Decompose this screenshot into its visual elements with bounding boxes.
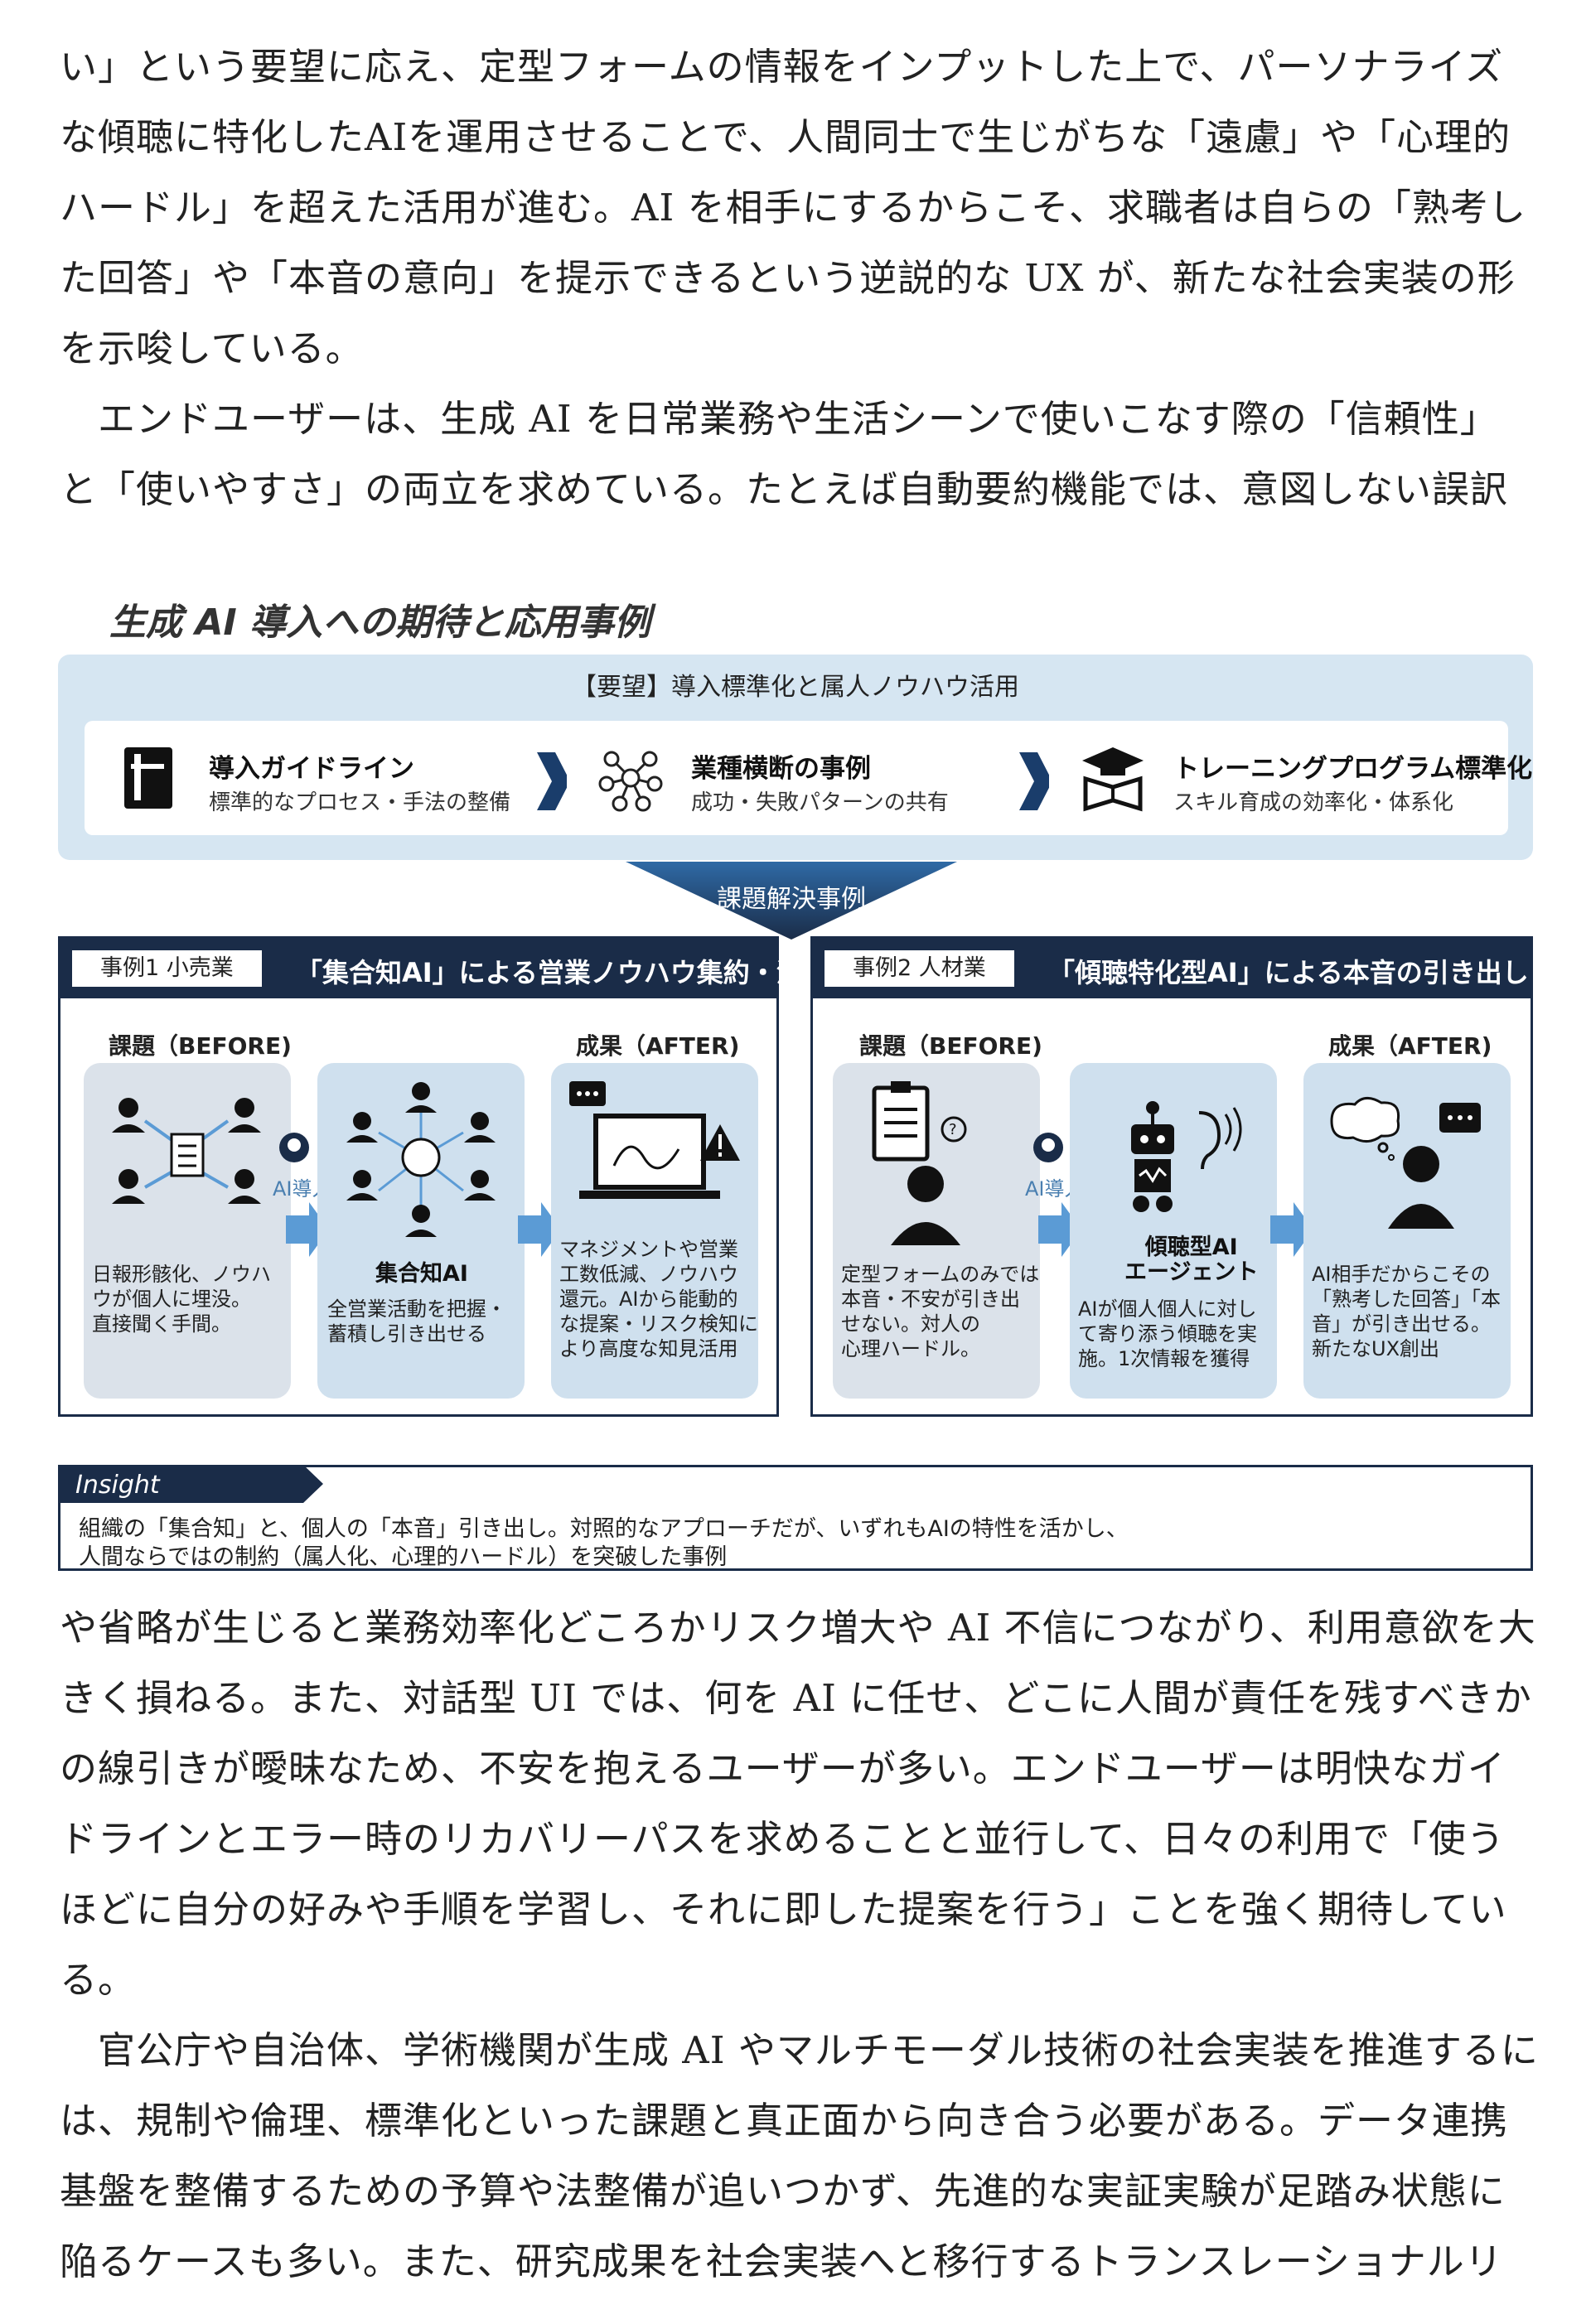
middle-head: 集合知AI bbox=[375, 1261, 468, 1287]
figure-title: 生成 AI 導入への期待と応用事例 bbox=[109, 602, 651, 644]
middle-text: AIが個人個人に対し て寄り添う傾聴を実 施。1次情報を獲得 bbox=[1078, 1297, 1257, 1370]
form-person-icon: ? bbox=[872, 1081, 967, 1245]
insight-text: 組織の「集合知」と、個人の「本音」引き出し。対照的なアプローチだが、いずれもAI… bbox=[79, 1516, 1129, 1542]
after-label: 成果（AFTER) bbox=[576, 1032, 740, 1060]
text-line: と「使いやすさ」の両立を求めている。たとえば自動要約機能では、意図しない誤訳 bbox=[60, 467, 1509, 511]
text-line: ドラインとエラー時のリカバリーパスを求めることと並行して、日々の利用で「使う bbox=[60, 1817, 1505, 1861]
after-text: マネジメントや営業 工数低減、ノウハウ 還元。AIから能動的 な提案・リスク検知… bbox=[559, 1238, 758, 1360]
chevron-right-icon bbox=[537, 752, 570, 810]
insight-tab bbox=[58, 1465, 323, 1503]
band-title: 【要望】導入標準化と属人ノウハウ活用 bbox=[572, 673, 1019, 702]
text-line: の線引きが曖昧なため、不安を抱えるユーザーが多い。エンドユーザーは明快なガイ bbox=[60, 1747, 1506, 1790]
listening-robot-icon bbox=[1131, 1101, 1242, 1212]
after-box: AI相手だからこその 「熟考した回答」「本 音」が引き出せる。 新たなUX創出 bbox=[1303, 1063, 1511, 1399]
insight-label: Insight bbox=[75, 1471, 160, 1500]
ai-badge-icon bbox=[1033, 1133, 1063, 1162]
funnel-arrow bbox=[626, 862, 957, 940]
guideline-book-icon bbox=[124, 747, 172, 809]
arrow-right-icon bbox=[1270, 1202, 1313, 1257]
scattered-people-icon bbox=[112, 1098, 261, 1204]
monitor-alert-icon bbox=[569, 1081, 740, 1199]
case-tag: 事例1 小売業 bbox=[72, 950, 262, 987]
middle-text: 全営業活動を把握・ 蓄積し引き出せる bbox=[327, 1297, 506, 1346]
card-cross-industry: 業種横断の事例 成功・失敗パターンの共有 bbox=[567, 721, 1081, 835]
text-line: きく損ねる。また、対話型 UI では、何を AI に任せ、どこに人間が責任を残す… bbox=[60, 1676, 1532, 1720]
card-title: 業種横断の事例 bbox=[691, 754, 871, 784]
card-subtitle: 成功・失敗パターンの共有 bbox=[691, 790, 949, 815]
text-line: る。 bbox=[60, 1958, 137, 2002]
body-paragraph-top: い」という要望に応え、定型フォームの情報をインプットした上で、パーソナライズ な… bbox=[60, 31, 1543, 524]
requirements-band: 【要望】導入標準化と属人ノウハウ活用 導入ガイドライン 標準的なプロセス・手法の… bbox=[58, 655, 1533, 860]
before-text: 定型フォームのみでは 本音・不安が引き出 せない。対人の 心理ハードル。 bbox=[841, 1263, 1040, 1360]
text-line: は、規制や倫理、標準化といった課題と真正面から向き合う必要がある。データ連携 bbox=[60, 2099, 1509, 2143]
text-line: を示唆している。 bbox=[60, 326, 364, 370]
collective-brain-icon bbox=[346, 1082, 496, 1237]
chevron-right-icon bbox=[1019, 752, 1052, 810]
card-guideline: 導入ガイドライン 標準的なプロセス・手法の整備 bbox=[85, 721, 598, 835]
training-icon bbox=[1082, 747, 1144, 812]
before-box: 日報形骸化、ノウハ ウが個人に埋没。 直接聞く手間。 bbox=[84, 1063, 291, 1399]
case-header: 事例1 小売業 「集合知AI」による営業ノウハウ集約・活用 bbox=[60, 939, 829, 998]
card-title: トレーニングプログラム標準化 bbox=[1173, 754, 1533, 784]
case-name: 「傾聴特化型AI」による本音の引き出し bbox=[1048, 957, 1529, 988]
network-icon bbox=[598, 751, 663, 812]
case-header: 事例2 人材業 「傾聴特化型AI」による本音の引き出し bbox=[813, 939, 1531, 998]
insight-box: Insight 組織の「集合知」と、個人の「本音」引き出し。対照的なアプローチだ… bbox=[58, 1465, 1533, 1571]
after-label: 成果（AFTER) bbox=[1328, 1032, 1492, 1060]
insight-text: 人間ならではの制約（属人化、心理的ハードル）を突破した事例 bbox=[79, 1544, 728, 1570]
before-label: 課題（BEFORE) bbox=[109, 1032, 292, 1060]
card-subtitle: スキル育成の効率化・体系化 bbox=[1173, 790, 1454, 815]
case-name: 「集合知AI」による営業ノウハウ集約・活用 bbox=[296, 957, 829, 988]
card-subtitle: 標準的なプロセス・手法の整備 bbox=[209, 790, 511, 815]
case-panel-hr: 事例2 人材業 「傾聴特化型AI」による本音の引き出し 課題（BEFORE) 成… bbox=[810, 936, 1533, 1417]
text-line: ほどに自分の好みや手順を学習し、それに即した提案を行う」ことを強く期待してい bbox=[60, 1887, 1507, 1931]
svg-text:?: ? bbox=[949, 1121, 957, 1138]
text-line: な傾聴に特化したAIを運用させることで、人間同士で生じがちな「遠慮」や「心理的 bbox=[60, 115, 1511, 159]
case-tag: 事例2 人材業 bbox=[825, 950, 1014, 987]
middle-box: 傾聴型AI エージェント AIが個人個人に対し て寄り添う傾聴を実 施。1次情報… bbox=[1070, 1063, 1277, 1399]
middle-box: 集合知AI 全営業活動を把握・ 蓄積し引き出せる bbox=[317, 1063, 525, 1399]
arrow-right-icon bbox=[518, 1202, 561, 1257]
ai-badge-icon bbox=[279, 1133, 309, 1162]
text-line: や省略が生じると業務効率化どころかリスク増大や AI 不信につながり、利用意欲を… bbox=[60, 1606, 1536, 1650]
thinking-person-icon bbox=[1330, 1097, 1481, 1229]
before-box: ? 定型フォームのみでは 本音・不安が引き出 せない。対人の 心理ハードル。 bbox=[833, 1063, 1040, 1399]
before-label: 課題（BEFORE) bbox=[859, 1032, 1042, 1060]
text-line: 基盤を整備するための予算や法整備が追いつかず、先進的な実証実験が足踏み状態に bbox=[60, 2169, 1506, 2213]
body-paragraph-bottom: や省略が生じると業務効率化どころかリスク増大や AI 不信につながり、利用意欲を… bbox=[60, 1592, 1543, 2297]
text-line: い」という要望に応え、定型フォームの情報をインプットした上で、パーソナライズ bbox=[60, 45, 1504, 89]
case-panel-retail: 事例1 小売業 「集合知AI」による営業ノウハウ集約・活用 課題（BEFORE)… bbox=[58, 936, 829, 1417]
card-training: トレーニングプログラム標準化 スキル育成の効率化・体系化 bbox=[1049, 721, 1532, 835]
text-line: ハードル」を超えた活用が進む。AI を相手にするからこそ、求職者は自らの「熟考し bbox=[60, 186, 1527, 230]
middle-head: 傾聴型AI エージェント bbox=[1124, 1234, 1259, 1285]
text-line: た回答」や「本音の意向」を提示できるという逆説的な UX が、新たな社会実装の形 bbox=[60, 256, 1516, 300]
before-text: 日報形骸化、ノウハ ウが個人に埋没。 直接聞く手間。 bbox=[92, 1263, 271, 1336]
after-box: マネジメントや営業 工数低減、ノウハウ 還元。AIから能動的 な提案・リスク検知… bbox=[551, 1063, 758, 1399]
text-line: 陥るケースも多い。また、研究成果を社会実装へと移行するトランスレーショナルリ bbox=[60, 2239, 1503, 2283]
after-text: AI相手だからこその 「熟考した回答」「本 音」が引き出せる。 新たなUX創出 bbox=[1312, 1263, 1501, 1360]
text-line: 官公庁や自治体、学術機関が生成 AI やマルチモーダル技術の社会実装を推進するに bbox=[60, 2028, 1539, 2072]
card-title: 導入ガイドライン bbox=[209, 754, 414, 784]
funnel-label: 課題解決事例 bbox=[717, 885, 866, 914]
text-line: エンドユーザーは、生成 AI を日常業務や生活シーンで使いこなす際の「信頼性」 bbox=[60, 397, 1498, 441]
